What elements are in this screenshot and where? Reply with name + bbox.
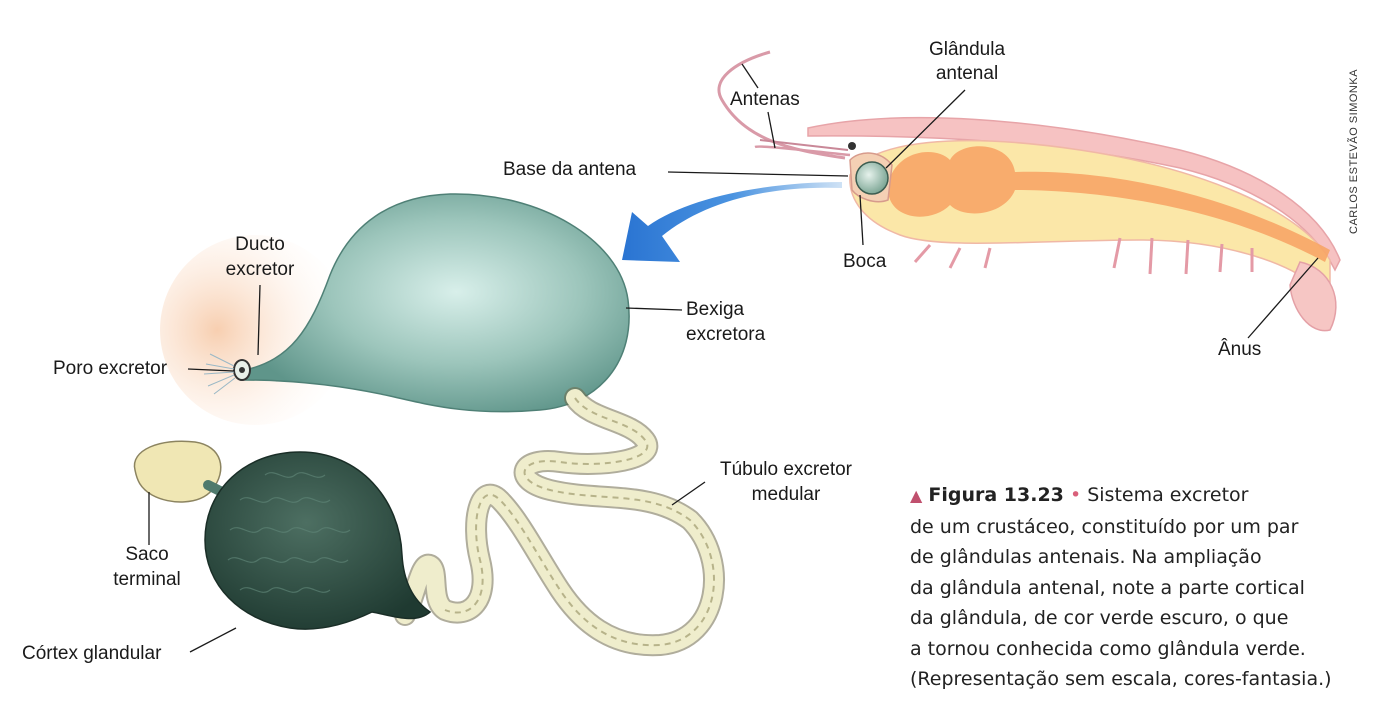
- cortex-texture: [227, 472, 351, 593]
- terminal-sac: [133, 440, 222, 503]
- label-tubulo-line2: medular: [751, 484, 821, 505]
- caption-text-5: a tornou conhecida como glândula verde.: [910, 637, 1306, 660]
- label-saco-terminal-line1: Saco: [125, 544, 169, 565]
- glandular-cortex: [204, 451, 432, 630]
- label-poro-excretor: Poro excretor: [53, 358, 168, 379]
- label-boca: Boca: [843, 251, 887, 272]
- figure-caption: ▲ Figura 13.23 • Sistema excretor de um …: [910, 480, 1370, 695]
- caption-text-2: de glândulas antenais. Na ampliação: [910, 546, 1262, 568]
- label-glandula-antenal-line1: Glândula: [928, 39, 1006, 60]
- caption-bullet-icon: •: [1069, 484, 1082, 506]
- label-antenas: Antenas: [730, 89, 800, 110]
- label-base-da-antena: Base da antena: [503, 159, 637, 180]
- antenna: [759, 139, 849, 151]
- label-ducto-excretor-line2: excretor: [225, 259, 295, 280]
- excretory-bladder: [244, 193, 630, 413]
- label-glandula-antenal-line2: antenal: [935, 63, 999, 84]
- caption-text-3: da glândula antenal, note a parte cortic…: [910, 576, 1305, 599]
- illustrator-credit: CARLOS ESTEVÃO SIMONKA: [1348, 68, 1360, 234]
- shrimp-legs: [913, 237, 1254, 275]
- label-saco-terminal-line2: terminal: [113, 569, 181, 590]
- label-cortex-glandular: Córtex glandular: [22, 643, 162, 664]
- caption-text-0: Sistema excretor: [1087, 484, 1249, 506]
- caption-marker-icon: ▲: [910, 486, 923, 505]
- eye: [848, 142, 856, 150]
- caption-text-6: (Representação sem escala, cores-fantasi…: [910, 668, 1332, 690]
- caption-text-1: de um crustáceo, constituído por um par: [910, 515, 1299, 538]
- antenna: [754, 145, 851, 157]
- label-ducto-excretor-line1: Ducto: [235, 234, 285, 255]
- magnification-arrow: [622, 182, 842, 262]
- label-bexiga-excretora-line1: Bexiga: [686, 299, 745, 320]
- label-bexiga-excretora-line2: excretora: [686, 324, 766, 345]
- shrimp-gut: [887, 146, 1330, 262]
- shrimp-tail: [1289, 261, 1337, 332]
- antennal-gland-small: [855, 161, 889, 195]
- caption-text-4: da glândula, de cor verde escuro, o que: [910, 607, 1289, 629]
- label-anus: Ânus: [1218, 339, 1262, 360]
- label-tubulo-line1: Túbulo excretor: [719, 459, 852, 480]
- crustacean-illustration: [717, 50, 1341, 332]
- caption-figure-label: Figura 13.23: [928, 484, 1064, 506]
- caption-line-1: ▲ Figura 13.23 • Sistema excretor: [910, 480, 1370, 512]
- pore-spray: [203, 353, 236, 395]
- leader-lines: [148, 63, 1319, 653]
